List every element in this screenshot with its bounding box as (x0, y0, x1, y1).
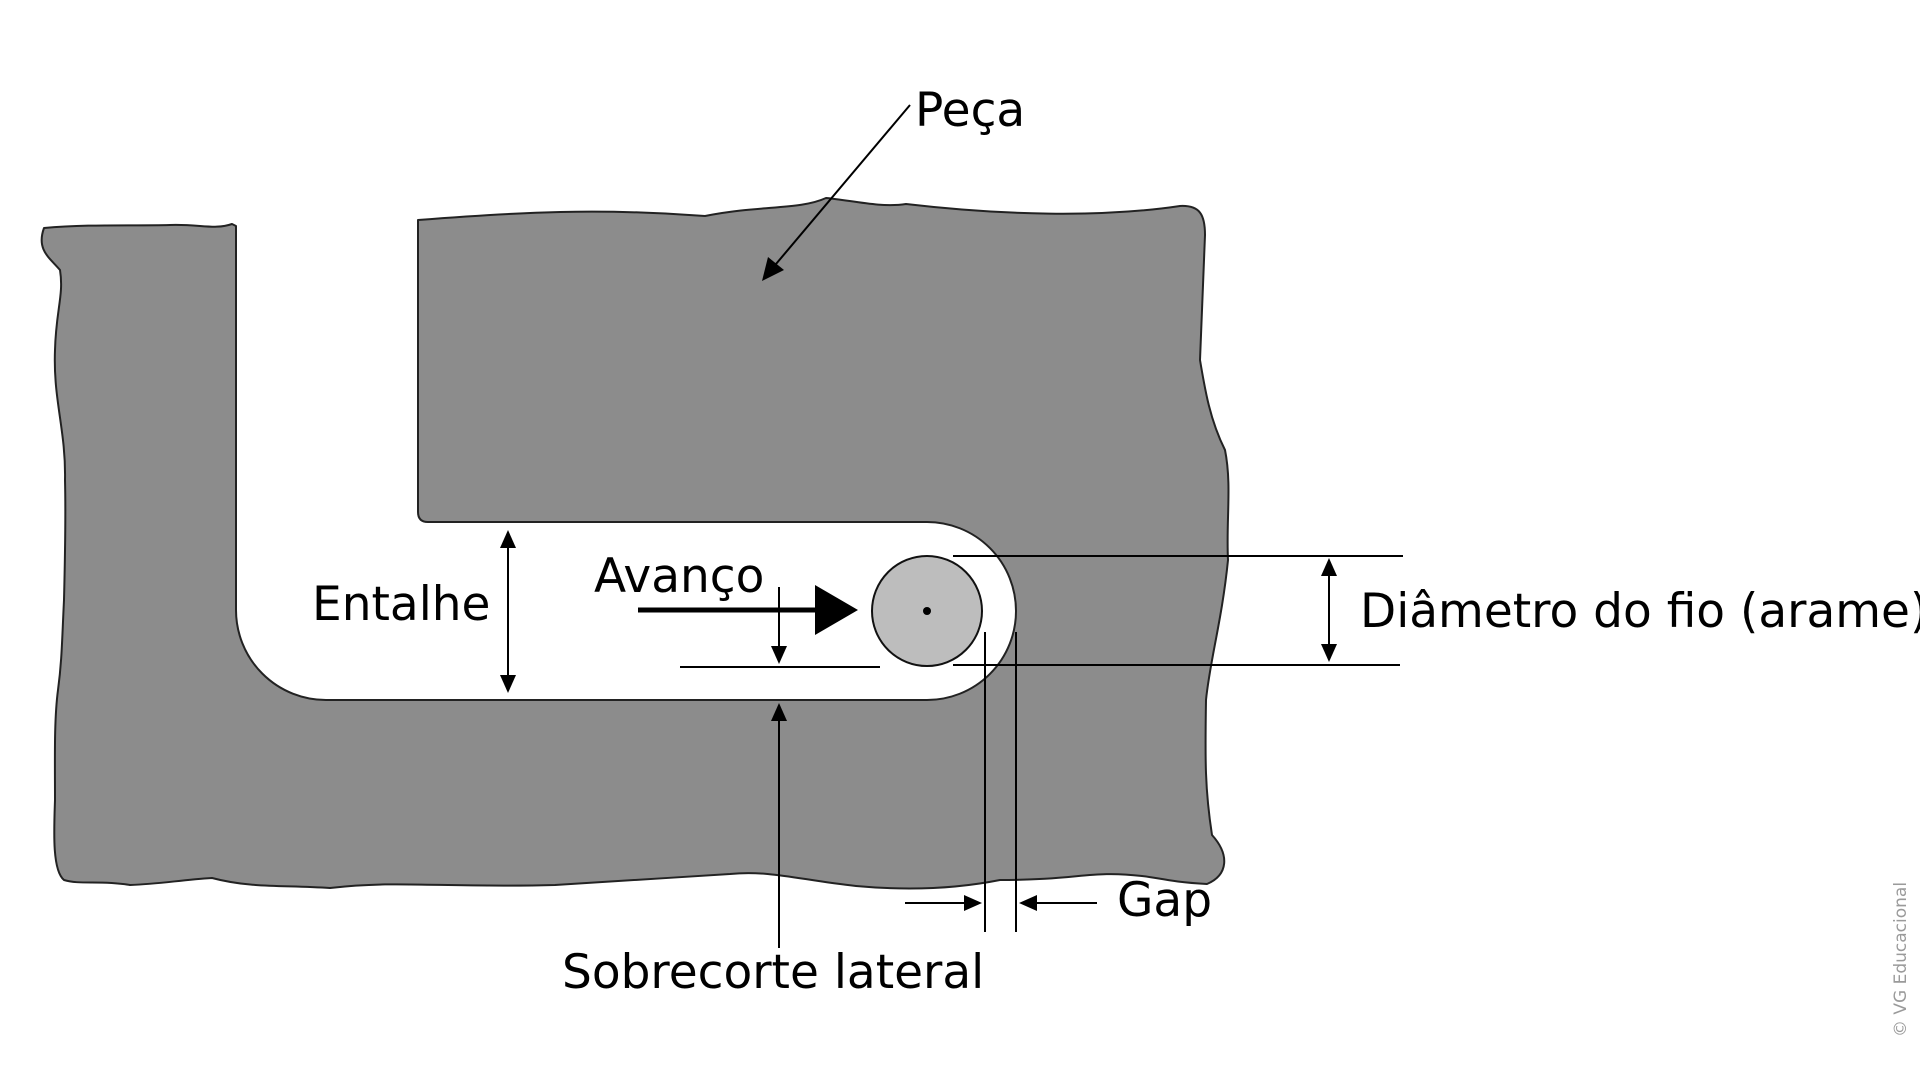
copyright-watermark: © VG Educacional (1891, 882, 1911, 1037)
notch-dimension-arrow (500, 530, 516, 693)
wire-center-dot (923, 607, 931, 615)
wire-diameter-dimension (953, 555, 1403, 666)
part-label: Peça (915, 83, 1025, 138)
feed-label: Avanço (594, 549, 764, 604)
notch-label: Entalhe (312, 577, 490, 632)
lateral-overcut-label: Sobrecorte lateral (562, 945, 984, 1000)
part-leader (762, 104, 911, 281)
lateral-overcut-dimension (680, 587, 880, 948)
gap-label: Gap (1117, 873, 1212, 928)
feed-arrow (638, 585, 858, 635)
gap-dimension (905, 632, 1097, 932)
wire-diameter-label: Diâmetro do fio (arame) (1360, 584, 1920, 639)
workpiece (40, 197, 1230, 890)
